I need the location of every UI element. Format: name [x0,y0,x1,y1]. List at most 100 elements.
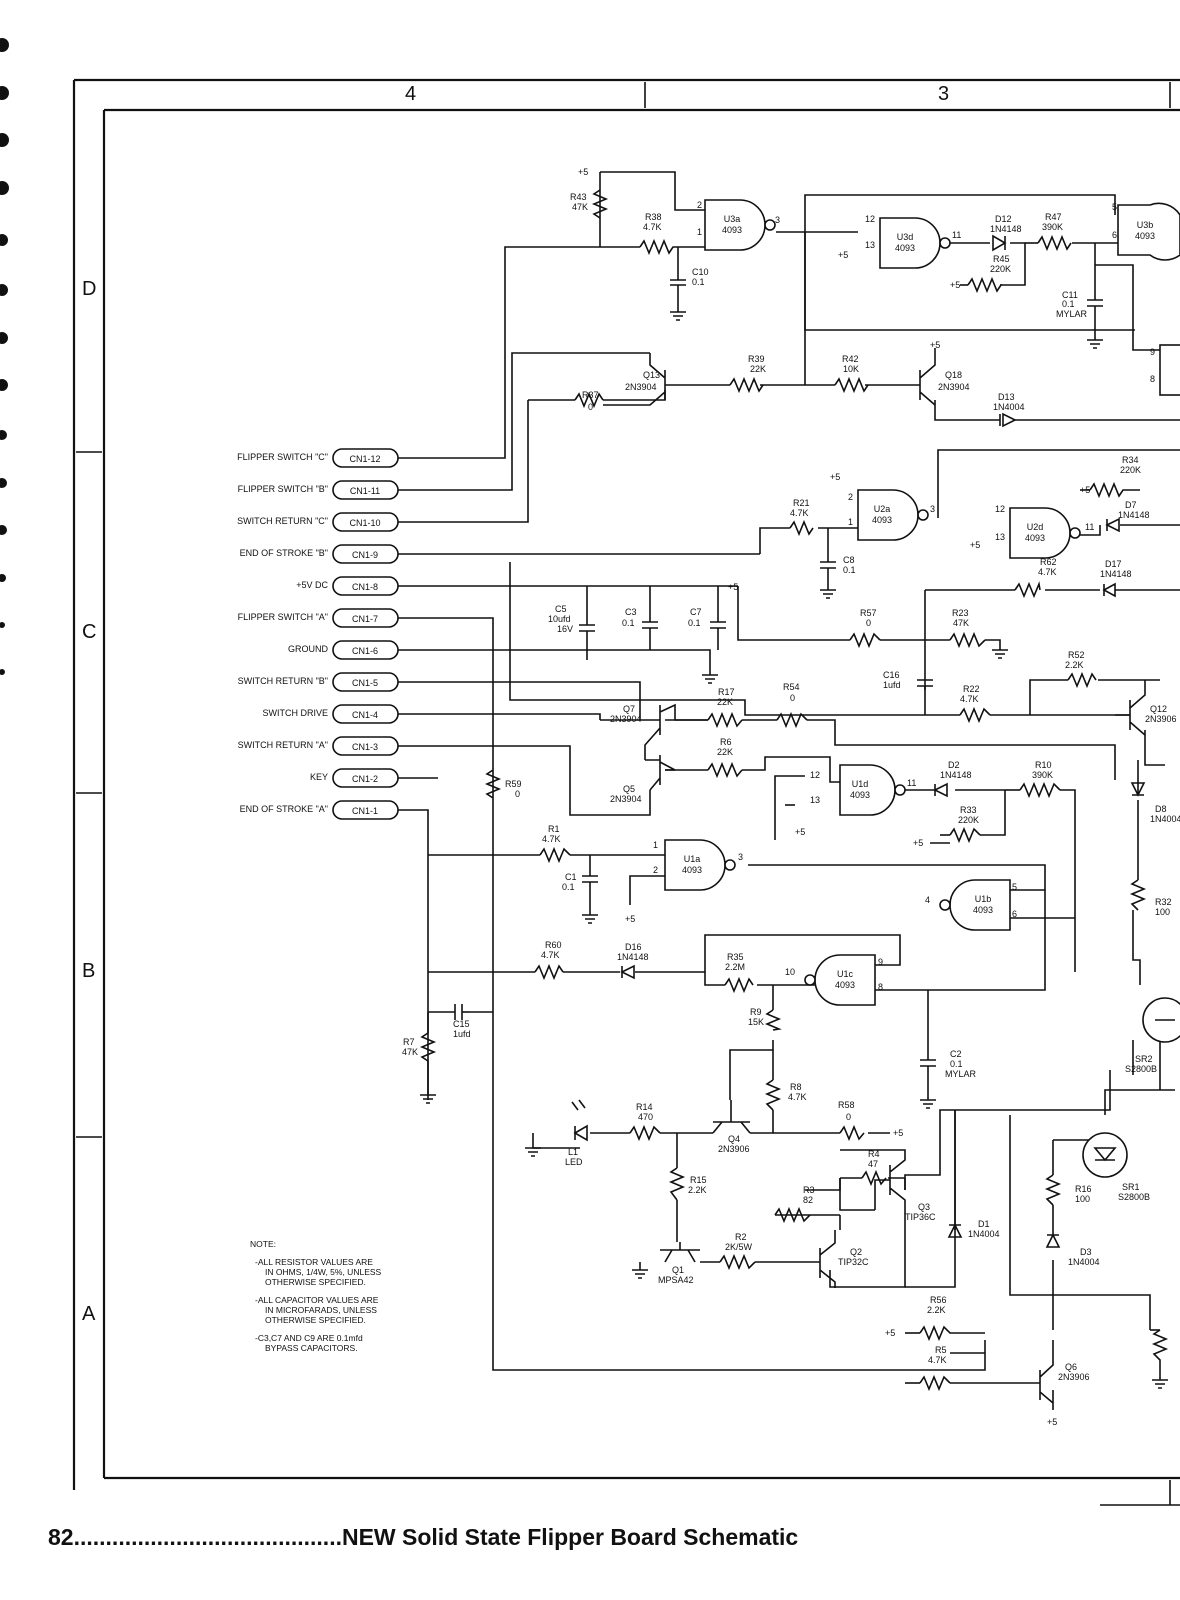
cn1-7: FLIPPER SWITCH "A" CN1-7 [238,608,399,628]
svg-text:4093: 4093 [850,790,870,800]
svg-text:R54: R54 [783,682,800,692]
svg-text:Q3: Q3 [918,1202,930,1212]
svg-text:D12: D12 [995,214,1012,224]
svg-text:2: 2 [653,865,658,875]
svg-text:13: 13 [995,532,1005,542]
svg-text:MPSA42: MPSA42 [658,1275,694,1285]
svg-text:CN1-4: CN1-4 [352,710,378,720]
svg-text:5: 5 [1112,202,1117,212]
svg-text:4.7K: 4.7K [643,222,662,232]
svg-text:Q7: Q7 [623,704,635,714]
svg-text:END OF STROKE "A": END OF STROKE "A" [240,804,328,814]
ground-symbols [420,311,1168,1389]
svg-text:10ufd: 10ufd [548,614,571,624]
svg-text:R8: R8 [790,1082,802,1092]
svg-text:0.1: 0.1 [1062,299,1075,309]
svg-text:0.1: 0.1 [622,618,635,628]
cn1-6: GROUND CN1-6 [288,640,399,660]
svg-text:R9: R9 [750,1007,762,1017]
svg-text:C7: C7 [690,607,702,617]
svg-text:220K: 220K [1120,465,1141,475]
cn1-4: SWITCH DRIVE CN1-4 [262,704,399,724]
svg-text:220K: 220K [990,264,1011,274]
svg-text:U1a: U1a [684,854,701,864]
svg-text:CN1-5: CN1-5 [352,678,378,688]
svg-text:Q18: Q18 [945,370,962,380]
svg-text:9: 9 [878,957,883,967]
svg-text:1N4004: 1N4004 [1068,1257,1100,1267]
svg-text:SR2: SR2 [1135,1054,1153,1064]
svg-text:0.1: 0.1 [562,882,575,892]
svg-text:Q6: Q6 [1065,1362,1077,1372]
resistor-r5: R54.7K [905,1345,951,1392]
svg-text:4: 4 [925,895,930,905]
svg-text:IN MICROFARADS, UNLESS: IN MICROFARADS, UNLESS [265,1305,377,1315]
svg-text:1ufd: 1ufd [453,1029,471,1039]
svg-text:0: 0 [866,618,871,628]
svg-text:-ALL RESISTOR VALUES ARE: -ALL RESISTOR VALUES ARE [255,1257,373,1267]
svg-text:2K/5W: 2K/5W [725,1242,753,1252]
svg-text:2.2K: 2.2K [1065,660,1084,670]
gate-u1c: U1c 4093 [804,954,876,1006]
gate-u1d: U1d 4093 [839,764,906,816]
svg-text:R7: R7 [403,1037,415,1047]
svg-text:2N3904: 2N3904 [610,794,642,804]
svg-text:S2800B: S2800B [1125,1064,1157,1074]
svg-text:BYPASS CAPACITORS.: BYPASS CAPACITORS. [265,1343,358,1353]
zone-row-d: D [82,278,96,300]
gate-u3b: U3b 4093 [1117,202,1180,261]
svg-text:16V: 16V [557,624,573,634]
svg-text:0: 0 [790,693,795,703]
svg-text:47K: 47K [572,202,588,212]
gate-u2d: U2d 4093 [1009,507,1081,559]
gate-u3d: U3d 4093 [879,217,951,269]
svg-text:0: 0 [515,789,520,799]
svg-text:C3: C3 [625,607,637,617]
svg-text:4.7K: 4.7K [1038,567,1057,577]
svg-text:1N4148: 1N4148 [940,770,972,780]
svg-text:2N3904: 2N3904 [625,382,657,392]
gate-u3a: U3a 4093 [704,199,776,251]
svg-text:D17: D17 [1105,559,1122,569]
svg-text:2N3906: 2N3906 [718,1144,750,1154]
svg-text:C15: C15 [453,1019,470,1029]
svg-text:2N3904: 2N3904 [610,714,642,724]
svg-text:1ufd: 1ufd [883,680,901,690]
capacitor-c3: C30.1 [622,586,658,650]
svg-text:U2d: U2d [1027,522,1044,532]
svg-text:R35: R35 [727,952,744,962]
svg-text:OTHERWISE SPECIFIED.: OTHERWISE SPECIFIED. [265,1277,366,1287]
svg-text:+5: +5 [950,280,960,290]
svg-text:R3: R3 [803,1185,815,1195]
svg-text:0.1: 0.1 [843,565,856,575]
svg-text:+5V DC: +5V DC [296,580,328,590]
svg-text:3: 3 [775,215,780,225]
svg-text:47: 47 [868,1159,878,1169]
capacitor-c8: C80.1 [820,555,856,590]
capacitor-c1: C10.1 [562,872,598,915]
zone-col-3: 3 [938,83,949,105]
svg-text:FLIPPER SWITCH "C": FLIPPER SWITCH "C" [237,452,328,462]
svg-text:Q13: Q13 [643,370,660,380]
resistor-r55-partial [1151,1329,1169,1380]
svg-text:R52: R52 [1068,650,1085,660]
svg-text:+5: +5 [578,167,588,177]
svg-text:D7: D7 [1125,500,1137,510]
svg-text:0.1: 0.1 [950,1059,963,1069]
svg-text:-C3,C7 AND C9 ARE 0.1mfd: -C3,C7 AND C9 ARE 0.1mfd [255,1333,363,1343]
